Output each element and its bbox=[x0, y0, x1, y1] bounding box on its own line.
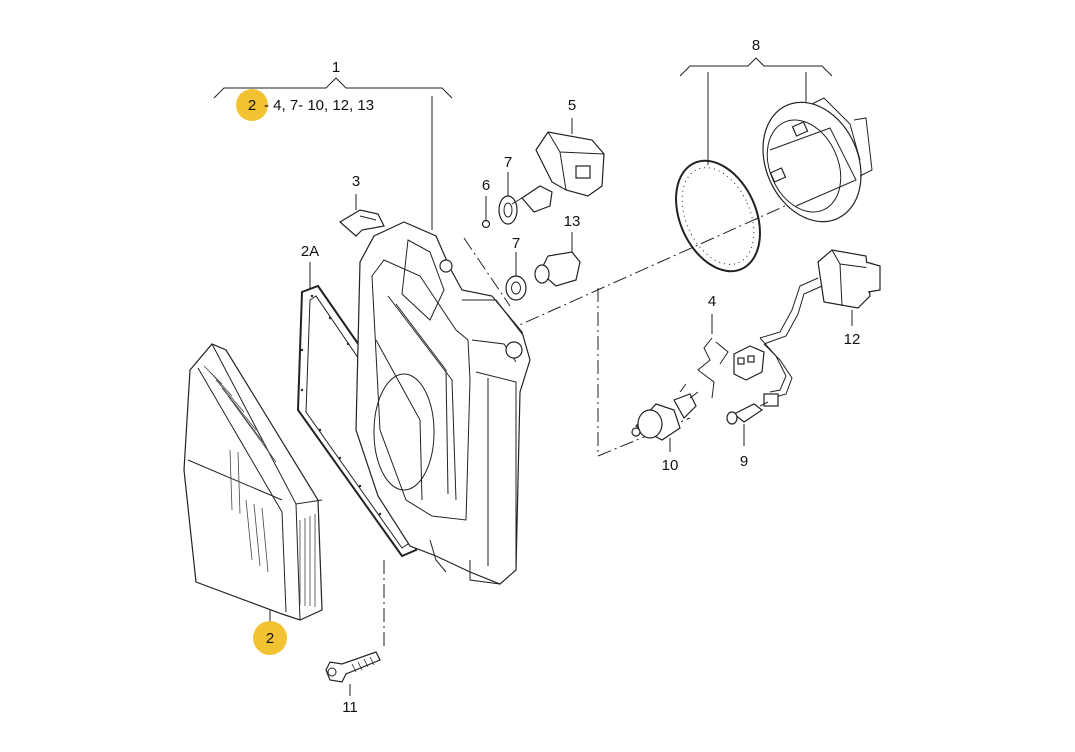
assembly-bracket: 1 2 - 4, 7- 10, 12, 13 bbox=[213, 59, 453, 230]
cover-cap bbox=[762, 97, 873, 223]
headlight-housing bbox=[355, 221, 531, 585]
callout-1: 1 bbox=[332, 59, 340, 76]
callout-4: 4 bbox=[708, 293, 716, 310]
retaining-ring-lower: 7 bbox=[505, 235, 527, 301]
callout-6: 6 bbox=[482, 177, 490, 194]
callout-7-lower: 7 bbox=[512, 235, 520, 252]
assembly-highlight-number[interactable]: 2 bbox=[248, 97, 256, 114]
parking-bulb-socket: 13 bbox=[534, 213, 581, 287]
callout-3: 3 bbox=[352, 173, 360, 190]
headlight-lens: 2 bbox=[183, 343, 323, 655]
callout-7-upper: 7 bbox=[504, 154, 512, 171]
callout-8: 8 bbox=[752, 37, 760, 54]
callout-11: 11 bbox=[342, 699, 358, 716]
highlight-marker-lens[interactable] bbox=[253, 621, 287, 655]
headlight-bulb: 10 bbox=[631, 383, 699, 474]
pin-part: 6 bbox=[482, 177, 490, 229]
assembly-contents-text: - 4, 7- 10, 12, 13 bbox=[264, 97, 374, 114]
spring-clip: 4 bbox=[697, 293, 729, 399]
cover-gasket bbox=[675, 159, 761, 273]
wiring-harness: 12 bbox=[733, 249, 881, 407]
callout-2a: 2A bbox=[301, 243, 319, 260]
mounting-screw: 11 bbox=[325, 651, 381, 716]
callout-2[interactable]: 2 bbox=[266, 630, 274, 647]
parking-bulb: 9 bbox=[726, 401, 769, 470]
callout-9: 9 bbox=[740, 453, 748, 470]
clip-part: 3 bbox=[338, 173, 385, 237]
callout-10: 10 bbox=[662, 457, 679, 474]
lens-seal: 2A bbox=[296, 243, 424, 558]
highlight-marker-assembly[interactable] bbox=[236, 89, 268, 121]
callout-12: 12 bbox=[844, 331, 861, 348]
adjustment-actuator: 5 bbox=[511, 97, 605, 213]
callout-13: 13 bbox=[564, 213, 581, 230]
retaining-ring-upper: 7 bbox=[498, 154, 518, 225]
callout-5: 5 bbox=[568, 97, 576, 114]
